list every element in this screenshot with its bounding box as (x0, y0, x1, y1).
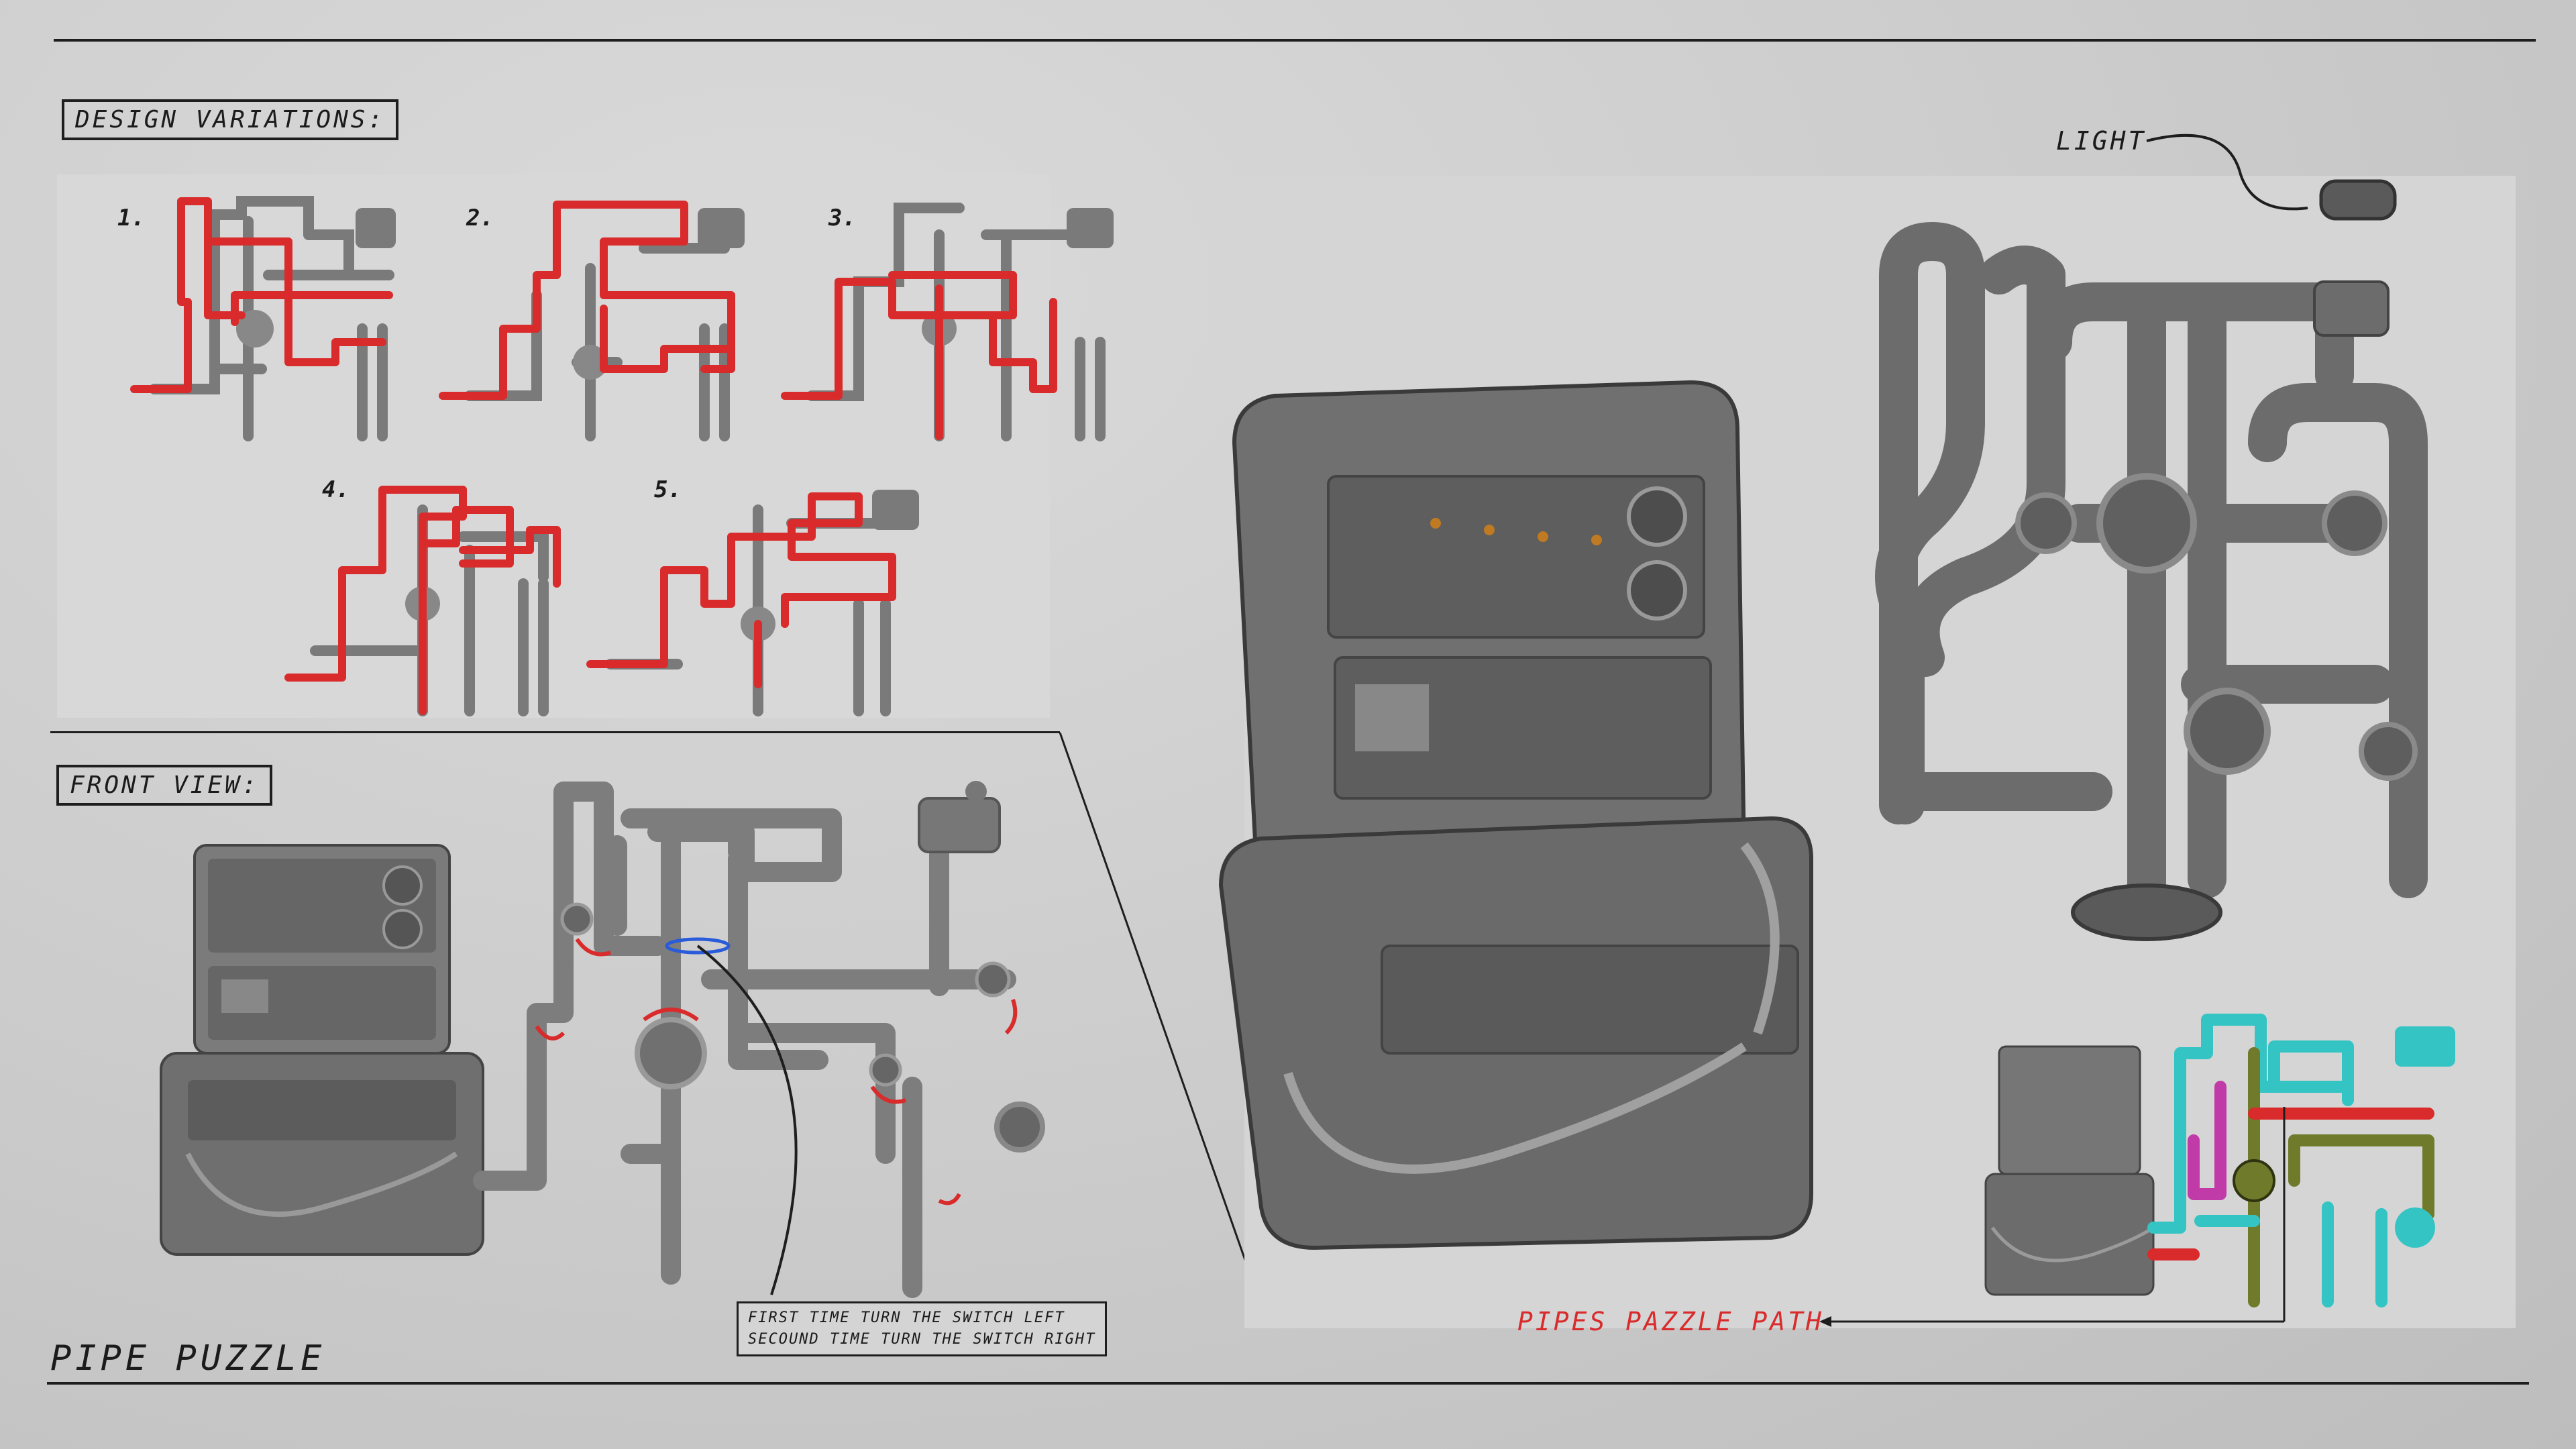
top-rule (54, 39, 2536, 42)
switch-instructions: FIRST TIME TURN THE SWITCH LEFT SECOUND … (737, 1301, 1108, 1356)
front-view-label: FRONT VIEW: (56, 765, 273, 806)
page-title: PIPE PUZZLE (50, 1338, 326, 1379)
divider-rule (50, 731, 1060, 733)
perspective-render (1218, 133, 2428, 1250)
variation-number-3: 3. (828, 205, 856, 231)
bottom-rule (47, 1382, 2529, 1385)
design-variations-label: DESIGN VARIATIONS: (62, 99, 399, 140)
variation-number-1: 1. (117, 205, 145, 231)
puzzle-path-thumbnail (1984, 1014, 2455, 1307)
variation-5-diagram (586, 490, 919, 716)
pipes-path-label: PIPES PAZZLE PATH (1517, 1307, 1824, 1336)
front-view-render (160, 781, 1045, 1298)
variation-number-5: 5. (654, 476, 682, 503)
variation-2-diagram (439, 201, 745, 441)
light-label: LIGHT (2056, 126, 2147, 156)
variation-number-2: 2. (466, 205, 494, 231)
variation-4-diagram (284, 486, 561, 716)
instruction-line-2: SECOUND TIME TURN THE SWITCH RIGHT (748, 1331, 1096, 1348)
variation-number-4: 4. (322, 476, 350, 503)
instruction-line-1: FIRST TIME TURN THE SWITCH LEFT (748, 1309, 1065, 1326)
variation-3-diagram (781, 203, 1114, 441)
variation-1-diagram (130, 196, 396, 441)
